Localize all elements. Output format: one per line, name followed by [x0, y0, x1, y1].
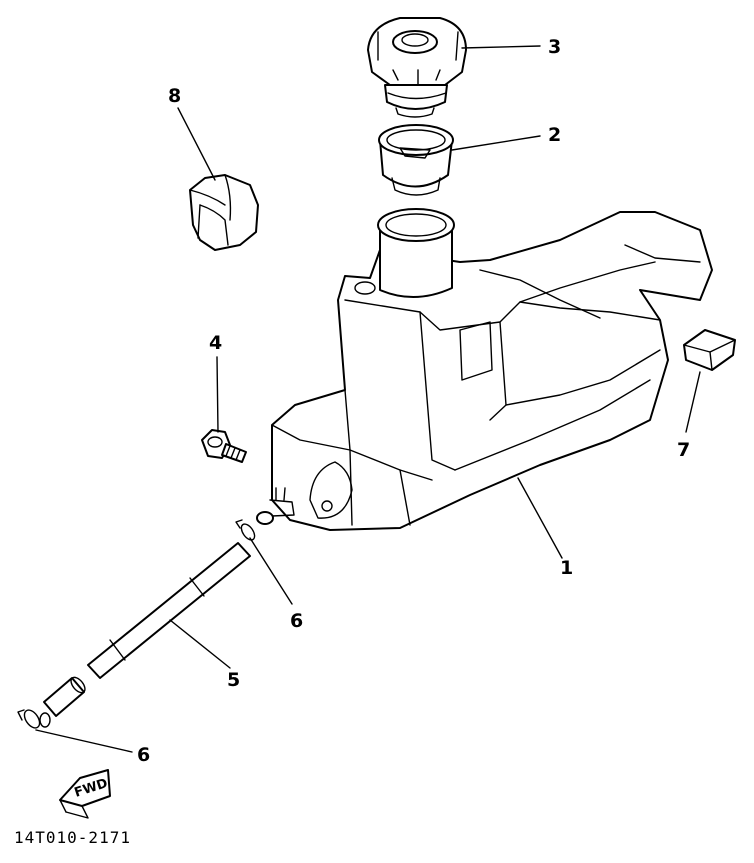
callout-7: 7	[677, 439, 690, 461]
callout-2: 2	[548, 124, 561, 146]
fuel-cap	[367, 17, 467, 118]
callout-labels: 3 2 8 4 7 1 6 5 6	[137, 36, 690, 766]
hose-clip-upper	[235, 511, 274, 541]
fwd-arrow-icon: FWD	[59, 769, 111, 819]
callout-8: 8	[168, 85, 181, 107]
fuel-tank	[269, 208, 713, 531]
leader-lines	[35, 45, 701, 753]
callout-1: 1	[560, 557, 573, 579]
rubber-damper	[189, 174, 259, 251]
callout-5: 5	[227, 669, 240, 691]
pad-cushion	[683, 329, 736, 371]
filler-collar	[378, 124, 454, 196]
callout-3: 3	[548, 36, 561, 58]
fuel-hose	[43, 542, 251, 717]
callout-4: 4	[209, 332, 222, 354]
bolt	[201, 429, 247, 463]
drawing-code: 14T010-2171	[14, 828, 131, 847]
hose-clip-lower	[17, 709, 51, 729]
callout-6-upper: 6	[290, 610, 303, 632]
callout-6-lower: 6	[137, 744, 150, 766]
